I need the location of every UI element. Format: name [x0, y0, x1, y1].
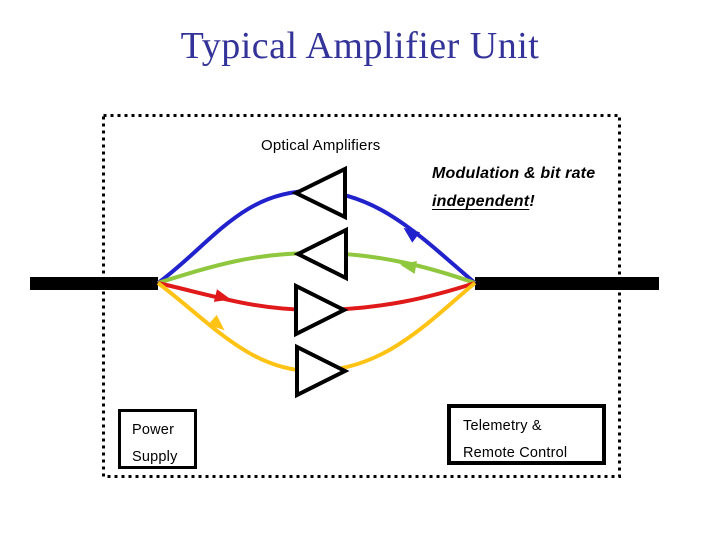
telemetry-line2: Remote Control	[463, 445, 568, 461]
power-supply-line1: Power	[132, 422, 175, 438]
fiber-cable-left	[30, 277, 158, 290]
red-path-arrowhead-icon	[213, 289, 231, 302]
modulation-note: Modulation & bit rate independent!	[432, 160, 595, 216]
modulation-note-line2: independent!	[432, 188, 595, 216]
modulation-note-suffix: !	[529, 193, 535, 210]
dotted-enclosure-border	[102, 114, 621, 478]
amplifier-triangle-left-1-icon	[291, 165, 347, 221]
amplifier-triangle-left-2-icon	[293, 226, 348, 282]
modulation-note-line1: Modulation & bit rate	[432, 165, 596, 182]
yellow-path-arrowhead-icon	[208, 314, 225, 331]
power-supply-line2: Supply	[132, 449, 178, 465]
telemetry-line1: Telemetry &	[463, 418, 542, 434]
blue-path-arrowhead-icon	[403, 227, 421, 243]
page-title: Typical Amplifier Unit	[180, 25, 540, 67]
telemetry-box: Telemetry & Remote Control	[447, 404, 606, 465]
optical-amplifiers-label: Optical Amplifiers	[261, 137, 381, 154]
green-path-arrowhead-icon	[400, 261, 417, 274]
modulation-note-underlined: independent	[432, 193, 530, 210]
power-supply-box: Power Supply	[118, 409, 197, 469]
amplifier-triangle-right-1-icon	[294, 282, 349, 338]
fiber-cable-right	[475, 277, 659, 290]
amplifier-triangle-right-2-icon	[295, 343, 350, 399]
